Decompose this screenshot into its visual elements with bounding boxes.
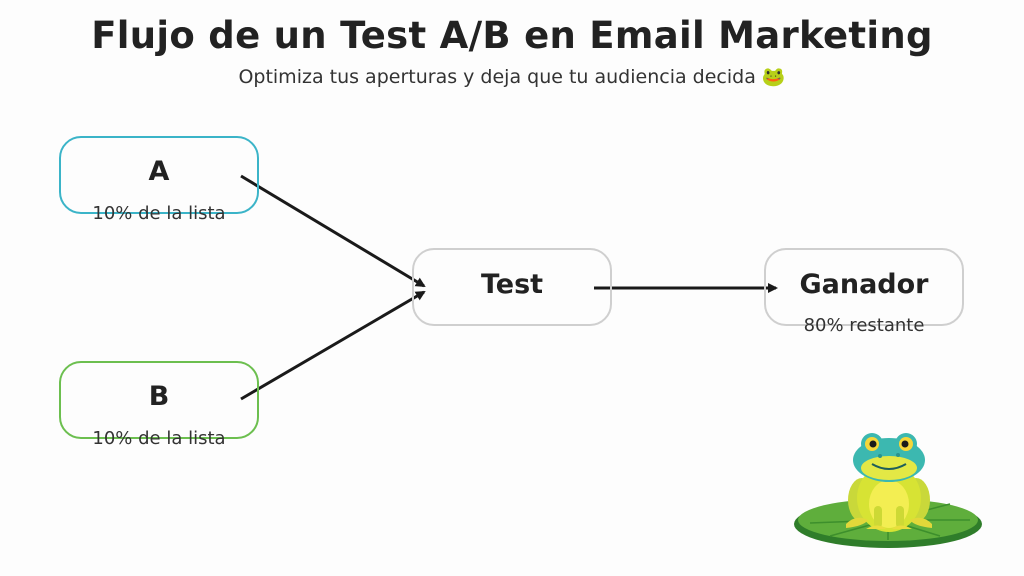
node-b-sub: 10% de la lista [92,428,226,449]
node-winner-label: Ganador [799,269,929,300]
diagram-subtitle: Optimiza tus aperturas y deja que tu aud… [238,66,786,88]
node-b-label: B [148,381,170,412]
node-test [412,248,612,326]
node-test-label: Test [480,269,544,300]
node-winner-sub: 80% restante [803,315,925,336]
node-a-label: A [148,156,170,187]
diagram-title: Flujo de un Test A/B en Email Marketing [91,14,933,57]
node-a [59,136,259,214]
node-winner [764,248,964,326]
frog-mascot-icon [794,433,982,548]
edge-b-to-test [240,290,426,401]
node-b [59,361,259,439]
node-a-sub: 10% de la lista [92,203,226,224]
edge-a-to-test [240,174,426,288]
